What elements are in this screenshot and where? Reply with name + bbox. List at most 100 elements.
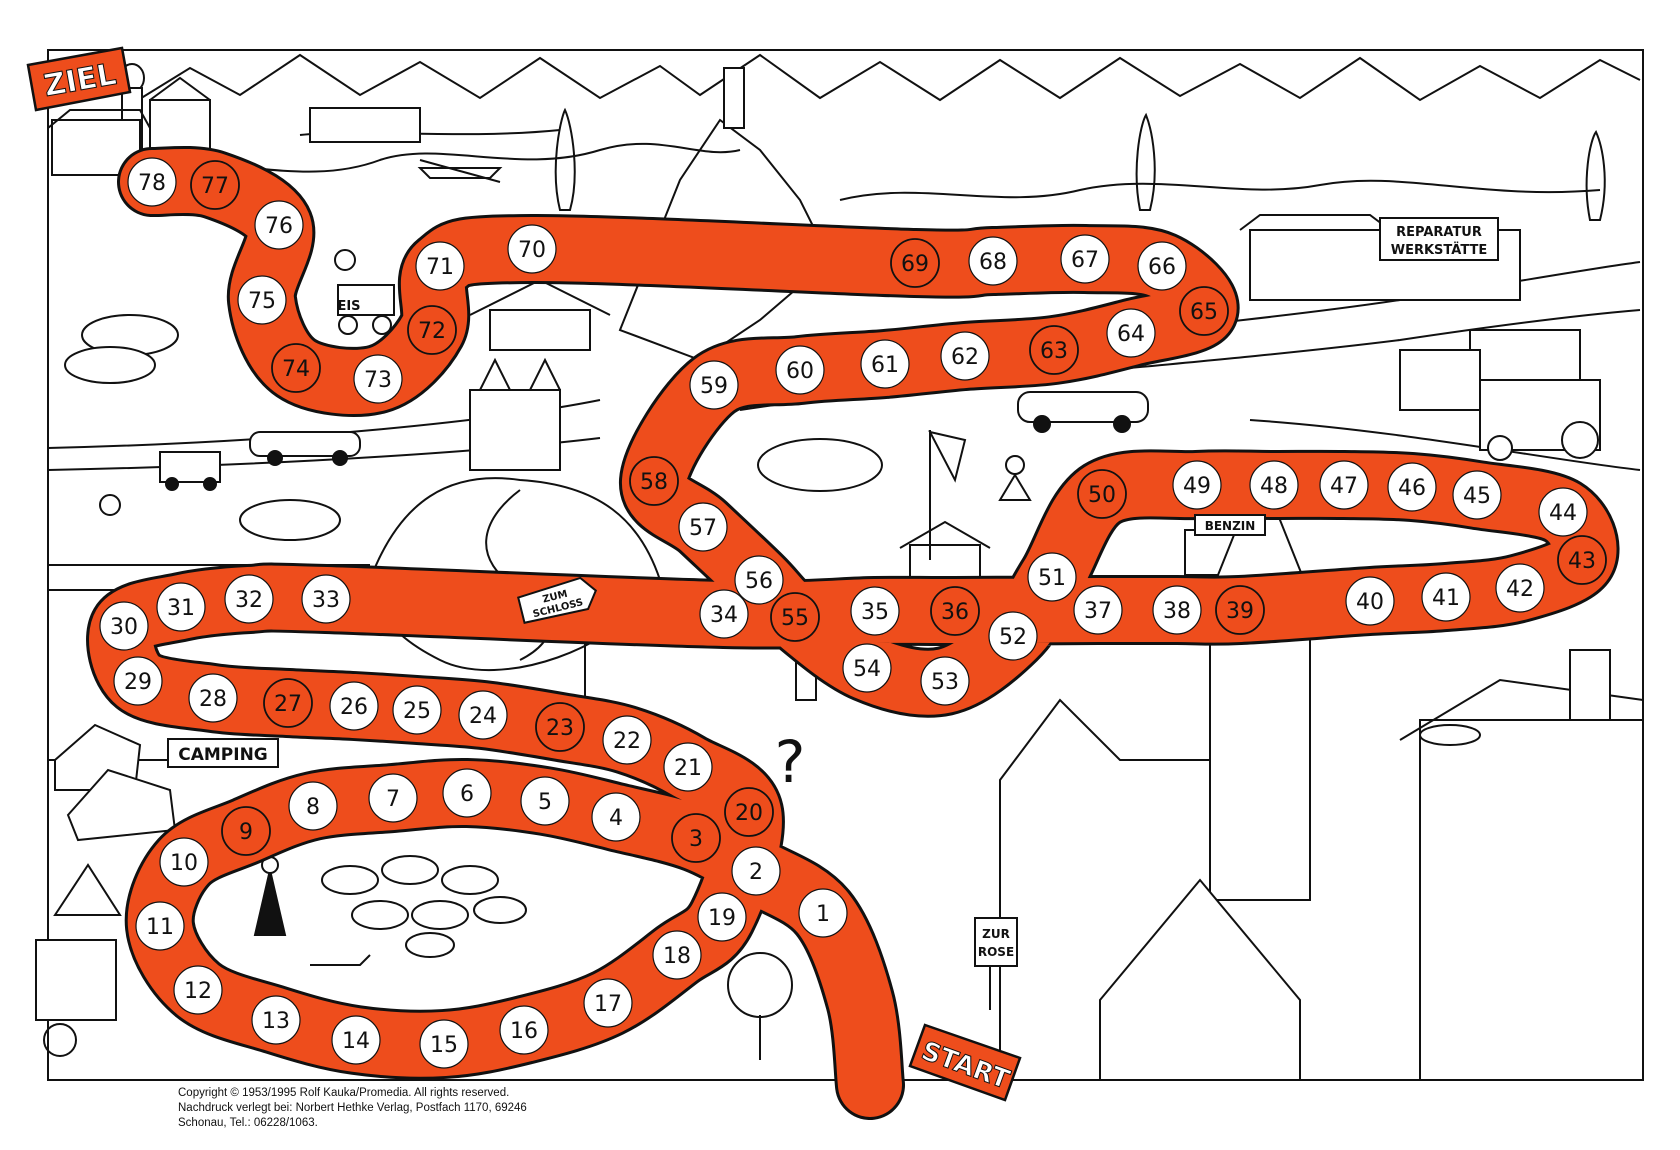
board-space: 19 [697,892,747,942]
house-center [1099,878,1301,1081]
board-space: 53 [920,656,970,706]
board-space: 4 [591,792,641,842]
space-number: 6 [460,782,474,807]
inn-label-line2: ROSE [978,945,1014,959]
farmer [99,494,121,516]
board-space: 39 [1215,585,1265,635]
board-space: 38 [1152,585,1202,635]
repair-sign: REPARATUR WERKSTÄTTE [1379,217,1499,261]
space-number: 75 [248,289,276,314]
car-left [249,431,361,466]
board-space: 76 [254,200,304,250]
space-circle [173,965,223,1015]
board-space: 40 [1345,576,1395,626]
space-circle [353,354,403,404]
board-space: 34 [699,589,749,639]
space-circle [1073,585,1123,635]
space-number: 20 [735,801,763,826]
space-number: 19 [708,906,736,931]
board-space: 2 [731,846,781,896]
space-number: 33 [312,588,340,613]
lake-shore-right [839,179,1601,201]
board-space: 42 [1495,563,1545,613]
space-number: 15 [430,1033,458,1058]
alpine-house [489,309,591,351]
board-space: 12 [173,965,223,1015]
space-number: 10 [170,851,198,876]
space-circle [271,343,321,393]
space-number: 24 [469,704,497,729]
cow [64,346,156,384]
space-number: 1 [816,902,830,927]
space-circle [1249,460,1299,510]
board-space: 41 [1421,572,1471,622]
space-number: 50 [1088,483,1116,508]
space-circle [770,592,820,642]
space-number: 59 [700,374,728,399]
space-number: 13 [262,1009,290,1034]
inn-label-line1: ZUR [982,927,1010,941]
space-circle [1538,487,1588,537]
board-space: 10 [159,837,209,887]
space-number: 42 [1506,577,1534,602]
space-circle [890,238,940,288]
inn-sign: ZUR ROSE [974,917,1018,967]
space-number: 71 [426,255,454,280]
board-space: 43 [1557,535,1607,585]
board-space: 56 [734,555,784,605]
tree [727,952,793,1018]
space-number: 26 [340,695,368,720]
waving-woman-skirt [998,473,1032,501]
space-number: 56 [745,569,773,594]
board-space: 16 [499,1005,549,1055]
space-number: 57 [689,516,717,541]
space-number: 63 [1040,339,1068,364]
space-circle [1421,572,1471,622]
space-circle [127,157,177,207]
space-number: 7 [386,787,400,812]
space-number: 40 [1356,590,1384,615]
board-space: 31 [156,582,206,632]
space-circle [254,200,304,250]
board-space: 3 [671,813,721,863]
copyright-notice: Copyright © 1953/1995 Rolf Kauka/Promedi… [178,1086,698,1131]
space-number: 14 [342,1029,370,1054]
space-circle [535,702,585,752]
cypress [1135,112,1156,211]
goal-sign: ZIEL [26,46,132,112]
space-circle [251,995,301,1045]
castle-tower [723,67,745,129]
space-number: 68 [979,250,1007,275]
space-number: 44 [1549,501,1577,526]
house-right [1419,719,1644,1081]
board-space: 44 [1538,487,1588,537]
space-number: 70 [518,238,546,263]
space-circle [968,236,1018,286]
board-space: 15 [419,1019,469,1069]
space-circle [301,574,351,624]
board-space: 27 [263,678,313,728]
space-circle [1029,325,1079,375]
space-number: 37 [1084,599,1112,624]
board-space: 29 [113,656,163,706]
space-circle [1077,469,1127,519]
space-circle [629,456,679,506]
flag [928,430,967,483]
board-space: 25 [392,685,442,735]
space-number: 31 [167,596,195,621]
village-house-roof [899,520,991,549]
space-circle [775,345,825,395]
space-circle [988,611,1038,661]
space-circle [697,892,747,942]
space-circle [156,582,206,632]
space-circle [652,930,702,980]
space-circle [724,787,774,837]
car-right [1017,391,1149,433]
copyright-line: Schonau, Tel.: 06228/1063. [178,1117,318,1129]
stork-nest [1419,724,1481,746]
space-number: 21 [674,756,702,781]
space-number: 36 [941,600,969,625]
camping-sign: CAMPING [167,738,279,768]
gas-sign: BENZIN [1194,514,1266,536]
space-circle [663,742,713,792]
